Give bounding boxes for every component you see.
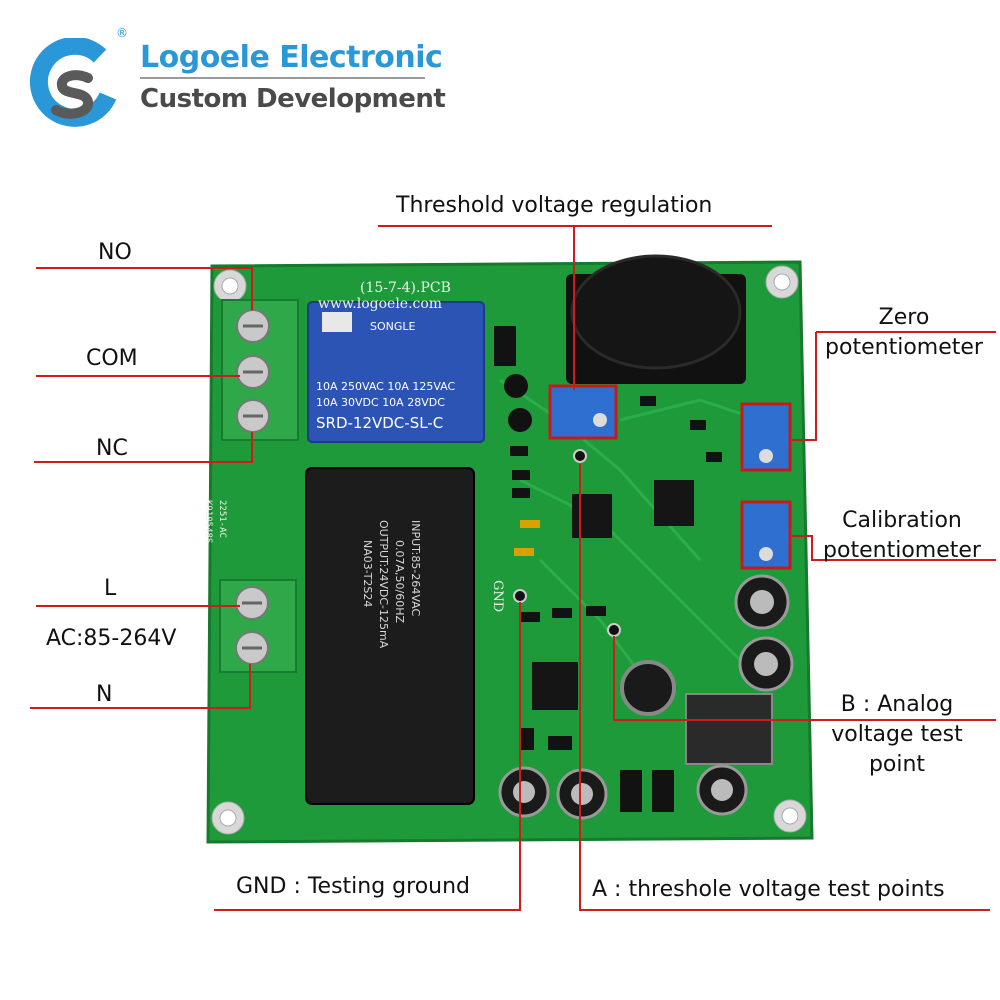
- label-l: L: [104, 576, 117, 601]
- electrolytic-capacitor: [734, 574, 790, 630]
- registered-mark: ®: [116, 26, 128, 40]
- label-calib-line2: potentiometer: [823, 538, 981, 563]
- label-zero-potentiometer: Zero potentiometer: [816, 303, 992, 363]
- logo-icon: [30, 38, 117, 127]
- mounting-hole: [211, 801, 245, 835]
- ic-chip: [654, 480, 694, 526]
- test-point-b: [607, 623, 621, 637]
- psu-line-2: 0.07A,50/60HZ: [393, 540, 406, 623]
- psu-line-4: NA03-T2S24: [361, 540, 374, 607]
- brand-logo: [30, 38, 120, 128]
- relay-rating-1: 10A 250VAC 10A 125VAC: [316, 380, 456, 393]
- label-b-line3: point: [868, 752, 926, 777]
- relay-brand: SONGLE: [370, 320, 416, 333]
- relay: [307, 301, 485, 443]
- test-point-gnd: [513, 589, 527, 603]
- pcb-side-code-2: 2251-AC: [217, 500, 227, 538]
- brand-divider: [140, 77, 425, 79]
- ic-chip: [532, 662, 578, 710]
- label-analog-test-point: B : Analog voltage test point: [812, 690, 982, 780]
- label-b-line2: voltage test: [831, 722, 963, 747]
- psu-line-3: OUTPUT:24VDC-125mA: [377, 520, 390, 649]
- pcb-side-code: K910548S: [203, 500, 213, 543]
- pcb-marking: (15-7-4).PCB: [360, 280, 451, 296]
- brand-name: Logoele Electronic: [140, 40, 443, 75]
- pcb-url: www.logoele.com: [318, 296, 442, 312]
- label-com: COM: [86, 346, 138, 371]
- label-threshold-regulation: Threshold voltage regulation: [396, 193, 713, 218]
- inductor: [620, 660, 676, 716]
- regulator: [685, 693, 773, 765]
- power-supply-module: [305, 467, 475, 805]
- pcb-gnd-silk: GND: [490, 580, 505, 612]
- label-gnd-testing-ground: GND : Testing ground: [236, 874, 471, 899]
- mounting-hole: [765, 265, 799, 299]
- label-zero-line1: Zero: [878, 305, 930, 330]
- electrolytic-capacitor: [696, 764, 748, 816]
- mounting-hole: [773, 799, 807, 833]
- label-zero-line2: potentiometer: [825, 335, 983, 360]
- zero-trimmer: [740, 402, 792, 472]
- ic-chip: [572, 494, 612, 538]
- electrolytic-capacitor: [556, 768, 608, 820]
- label-calib-line1: Calibration: [842, 508, 962, 533]
- label-n: N: [96, 682, 113, 707]
- psu-line-1: INPUT:85-264VAC: [409, 520, 422, 616]
- calibration-trimmer: [740, 500, 792, 570]
- label-nc: NC: [96, 436, 128, 461]
- threshold-trimmer: [548, 384, 618, 440]
- test-point-a: [573, 449, 587, 463]
- relay-rating-2: 10A 30VDC 10A 28VDC: [316, 396, 445, 409]
- label-b-line1: B : Analog: [840, 692, 954, 717]
- mounting-hole: [213, 269, 247, 303]
- label-threshold-test-points: A : threshole voltage test points: [592, 877, 945, 902]
- electrolytic-capacitor: [498, 766, 550, 818]
- label-calibration-potentiometer: Calibration potentiometer: [810, 506, 994, 566]
- electrolytic-capacitor: [738, 636, 794, 692]
- label-ac-range: AC:85-264V: [46, 626, 177, 651]
- relay-model: SRD-12VDC-SL-C: [316, 414, 443, 432]
- leader-lines: [30, 225, 996, 911]
- label-no: NO: [98, 240, 132, 265]
- brand-tagline: Custom Development: [140, 84, 446, 114]
